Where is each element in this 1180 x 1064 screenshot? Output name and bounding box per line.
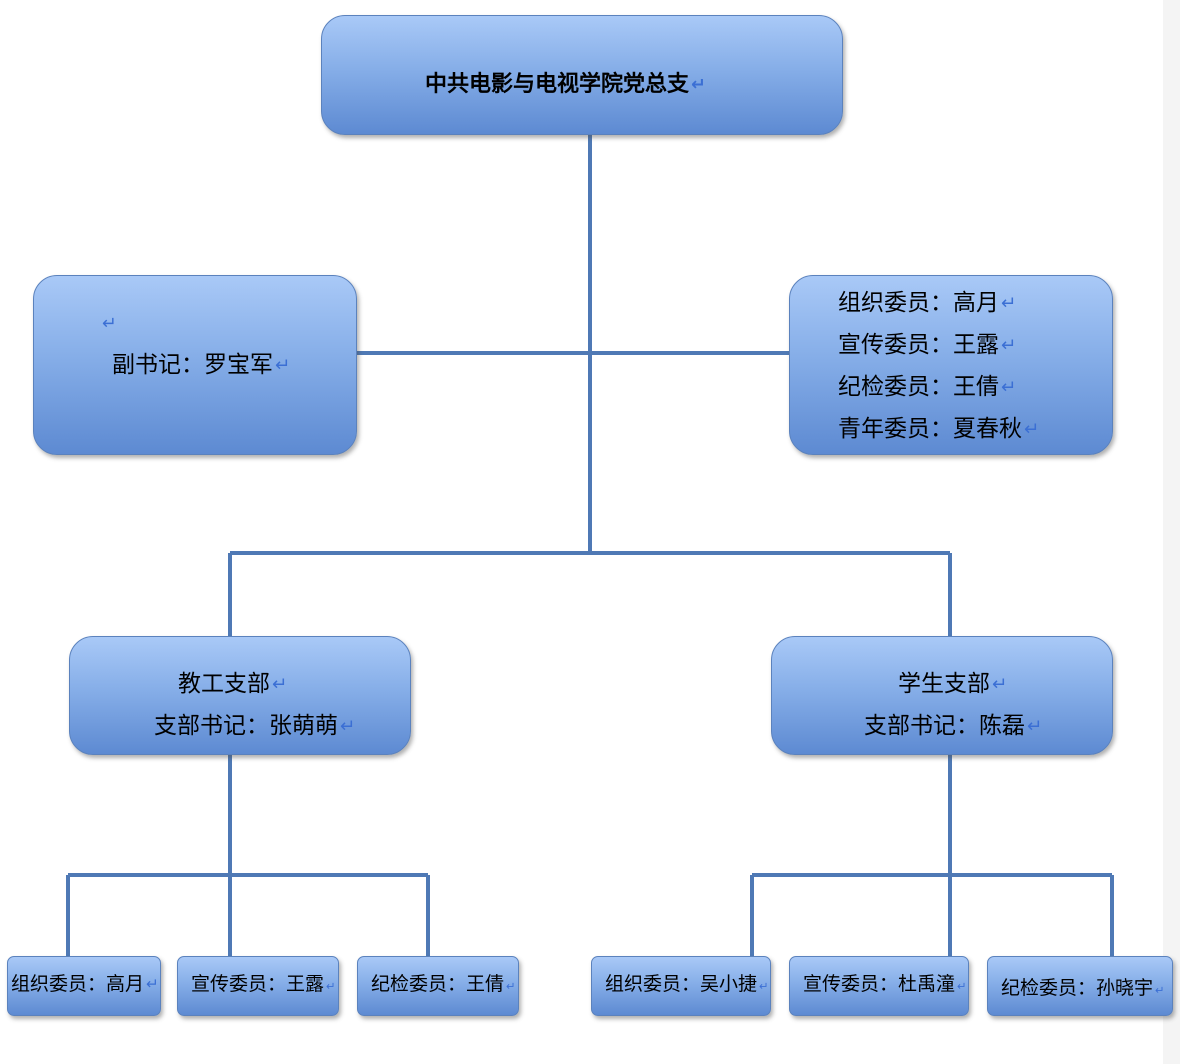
deputy-secretary-node: ↵ 副书记：罗宝军↵ bbox=[33, 275, 357, 455]
paragraph-mark-icon: ↵ bbox=[691, 75, 706, 95]
faculty-branch-secretary: 支部书记：张萌萌 bbox=[154, 713, 338, 739]
paragraph-mark-icon: ↵ bbox=[1001, 293, 1017, 314]
committee-line-4: 青年委员：夏春秋 bbox=[838, 416, 1022, 442]
committee-line-2: 宣传委员：王露 bbox=[838, 332, 999, 358]
paragraph-mark-icon: ↵ bbox=[326, 979, 336, 993]
faculty-branch-node: 教工支部↵ 支部书记：张萌萌↵ bbox=[69, 636, 411, 755]
paragraph-mark-icon: ↵ bbox=[1001, 335, 1017, 356]
student-member-label: 组织委员：吴小捷 bbox=[605, 973, 758, 995]
paragraph-mark-icon: ↵ bbox=[759, 979, 769, 993]
committee-line-3: 纪检委员：王倩 bbox=[838, 374, 999, 400]
paragraph-mark-icon: ↵ bbox=[957, 979, 967, 993]
paragraph-mark-icon: ↵ bbox=[146, 975, 159, 993]
paragraph-mark-icon: ↵ bbox=[272, 674, 288, 695]
faculty-member-node-2: 宣传委员：王露↵ bbox=[177, 956, 339, 1016]
paragraph-mark-icon: ↵ bbox=[506, 979, 516, 993]
student-branch-name: 学生支部 bbox=[898, 671, 990, 697]
faculty-branch-name: 教工支部 bbox=[178, 671, 270, 697]
committee-node: 组织委员：高月↵ 宣传委员：王露↵ 纪检委员：王倩↵ 青年委员：夏春秋↵ bbox=[789, 275, 1113, 455]
student-member-label: 宣传委员：杜禹潼 bbox=[803, 973, 956, 995]
student-member-node-3: 纪检委员：孙晓宇↵ bbox=[987, 956, 1173, 1016]
root-node: 中共电影与电视学院党总支↵ bbox=[321, 15, 843, 135]
deputy-secretary-label: 副书记：罗宝军 bbox=[112, 352, 273, 378]
root-title: 中共电影与电视学院党总支 bbox=[425, 71, 690, 97]
faculty-member-node-3: 纪检委员：王倩↵ bbox=[357, 956, 519, 1016]
paragraph-mark-icon: ↵ bbox=[1155, 983, 1165, 997]
faculty-member-label: 组织委员：高月 bbox=[11, 973, 145, 995]
paragraph-mark-icon: ↵ bbox=[992, 674, 1008, 695]
student-branch-secretary: 支部书记：陈磊 bbox=[864, 713, 1025, 739]
paragraph-mark-icon: ↵ bbox=[340, 716, 356, 737]
student-member-node-2: 宣传委员：杜禹潼↵ bbox=[789, 956, 969, 1016]
faculty-member-label: 宣传委员：王露 bbox=[191, 973, 325, 995]
faculty-member-node-1: 组织委员：高月↵ bbox=[7, 956, 161, 1016]
faculty-member-label: 纪检委员：王倩 bbox=[371, 973, 505, 995]
committee-line-1: 组织委员：高月 bbox=[838, 290, 999, 316]
paragraph-mark-icon: ↵ bbox=[1024, 419, 1040, 440]
paragraph-mark-icon: ↵ bbox=[1001, 377, 1017, 398]
paragraph-mark-icon: ↵ bbox=[1027, 716, 1043, 737]
paragraph-mark-icon: ↵ bbox=[102, 314, 117, 334]
student-member-label: 纪检委员：孙晓宇 bbox=[1001, 977, 1154, 999]
student-branch-node: 学生支部↵ 支部书记：陈磊↵ bbox=[771, 636, 1113, 755]
paragraph-mark-icon: ↵ bbox=[275, 355, 291, 376]
scrollbar-track[interactable] bbox=[1163, 0, 1180, 1064]
student-member-node-1: 组织委员：吴小捷↵ bbox=[591, 956, 771, 1016]
